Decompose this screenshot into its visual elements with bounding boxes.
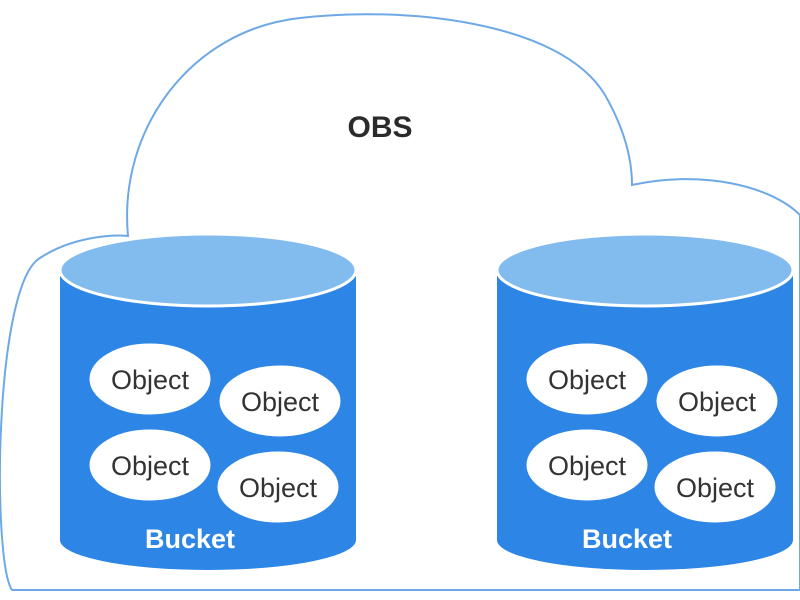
object-label: Object xyxy=(111,365,190,395)
object-label: Object xyxy=(239,473,318,503)
object: Object xyxy=(656,365,778,437)
bucket: Object Object Object Object Bucket xyxy=(58,232,358,570)
object: Object xyxy=(526,429,648,501)
bucket-top xyxy=(495,232,795,308)
object-label: Object xyxy=(676,473,755,503)
object: Object xyxy=(89,343,211,415)
object: Object xyxy=(654,451,776,523)
object: Object xyxy=(219,365,341,437)
object: Object xyxy=(89,429,211,501)
bucket: Object Object Object Object Bucket xyxy=(495,232,795,570)
bucket-label: Bucket xyxy=(582,524,672,554)
diagram-title: OBS xyxy=(347,111,412,144)
object-label: Object xyxy=(548,365,627,395)
bucket-top xyxy=(58,232,358,308)
object-label: Object xyxy=(241,387,320,417)
bucket-label: Bucket xyxy=(145,524,235,554)
object-label: Object xyxy=(678,387,757,417)
object-label: Object xyxy=(111,451,190,481)
object: Object xyxy=(217,451,339,523)
object: Object xyxy=(526,343,648,415)
object-label: Object xyxy=(548,451,627,481)
